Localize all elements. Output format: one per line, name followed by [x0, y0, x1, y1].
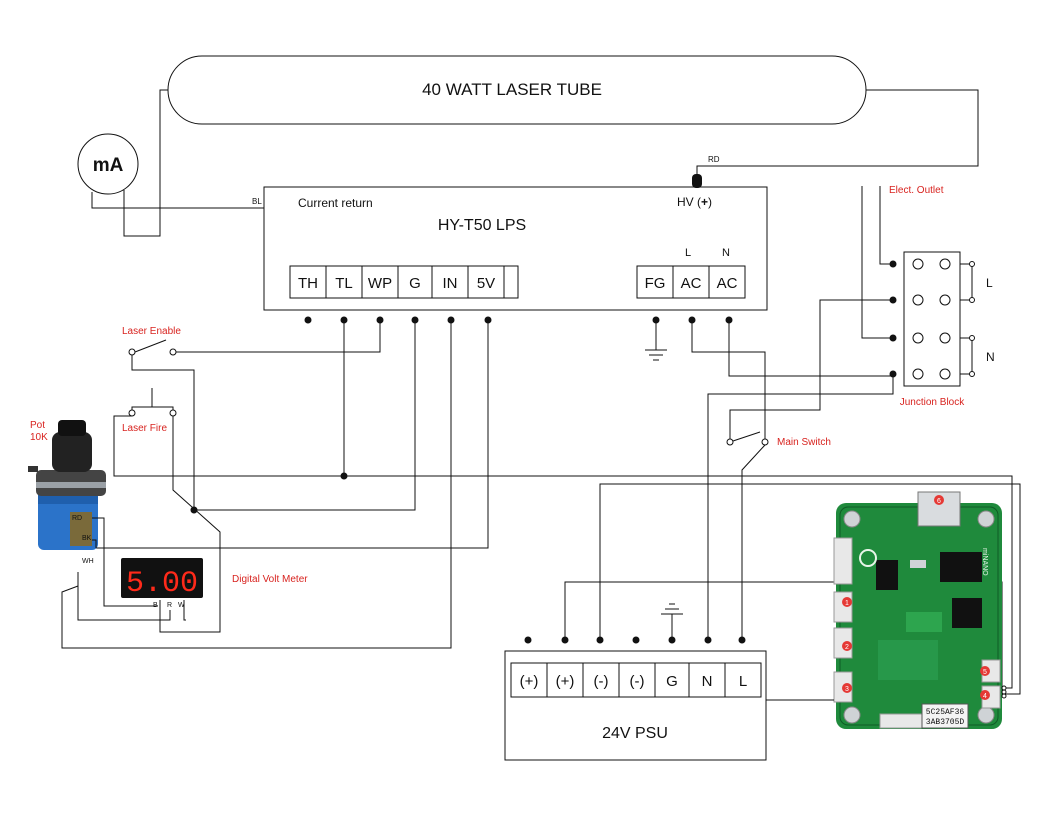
lps-terminal-label: AC — [681, 275, 702, 292]
psu-terminal-label: (-) — [630, 673, 645, 690]
main-switch-label: Main Switch — [777, 437, 831, 448]
ground-symbol-psu — [661, 603, 683, 615]
lps-terminal-label: FG — [645, 275, 666, 292]
pot-rd-label: RD — [72, 515, 82, 522]
voltmeter-pin: R — [167, 602, 172, 609]
junction-l-label: L — [986, 276, 993, 290]
connector-number: 5 — [983, 669, 987, 676]
psu-terminal-label: G — [666, 673, 678, 690]
lps-terminal-label: TH — [298, 275, 318, 292]
lps-terminal-in — [431, 265, 469, 299]
lps-terminal-label: TL — [335, 275, 353, 292]
voltmeter-label: Digital Volt Meter — [232, 574, 308, 585]
psu-terminal-boxes — [510, 662, 762, 698]
laser-enable-switch — [134, 339, 167, 353]
pot-value-label: 10K — [30, 432, 48, 443]
lps-terminal-fg — [636, 265, 674, 299]
ammeter-label: mA — [93, 155, 124, 176]
voltmeter-display — [121, 558, 203, 598]
lps-terminal-spacer — [503, 265, 519, 299]
connector-number: 3 — [845, 686, 849, 693]
psu-title: 24V PSU — [602, 725, 668, 742]
pot-bk-label: BK — [82, 535, 92, 542]
voltmeter-pin: B — [153, 602, 158, 609]
psu-terminal-label: (+) — [520, 673, 539, 690]
psu-terminal-label: N — [702, 673, 713, 690]
controller-brand: miNANO — [981, 548, 988, 576]
lps-terminal-5v — [467, 265, 505, 299]
lps-terminal-g — [397, 265, 433, 299]
junction-n-label: N — [986, 350, 995, 364]
lps-hv-label: HV (+) — [677, 195, 712, 209]
bl-wire-label: BL — [252, 197, 262, 206]
lps-terminal-label: 5V — [477, 275, 495, 292]
laser-enable-terminal — [128, 348, 136, 356]
rd-wire-label: RD — [708, 155, 720, 164]
controller-sticker-line2: 3AB3705D — [926, 718, 965, 727]
voltmeter-reading: 5.00 — [126, 567, 198, 601]
lps-title: HY-T50 LPS — [438, 217, 526, 234]
lps-terminal-wp — [361, 265, 399, 299]
connector-number: 1 — [845, 600, 849, 607]
laser-tube-label: 40 WATT LASER TUBE — [422, 80, 602, 99]
lps-terminal-ac-l — [672, 265, 710, 299]
pot-label: Pot — [30, 420, 45, 431]
lps-current-return: Current return — [298, 196, 373, 210]
lps-n-label: N — [722, 247, 730, 259]
voltmeter-pin: W — [178, 602, 185, 609]
psu-terminal-dots — [524, 636, 746, 644]
connector-number: 2 — [845, 644, 849, 651]
elect-outlet-label: Elect. Outlet — [889, 185, 944, 196]
controller-board — [833, 491, 1002, 729]
ground-symbol-lps — [645, 349, 667, 361]
lps-l-label: L — [685, 247, 691, 259]
potentiometer — [28, 420, 106, 550]
controller-connector-numbers — [842, 495, 990, 700]
controller-sticker-line1: 5C25AF36 — [926, 708, 965, 717]
hv-connector — [692, 174, 702, 188]
lps-terminal-label: IN — [443, 275, 458, 292]
connector-number: 6 — [937, 498, 941, 505]
junction-block — [903, 251, 961, 387]
lps-terminal-dots — [304, 316, 733, 324]
connector-number: 4 — [983, 693, 987, 700]
pot-wh-label: WH — [82, 558, 94, 565]
lps-terminal-label: G — [409, 275, 421, 292]
laser-fire-switch — [131, 406, 174, 410]
junction-block-label: Junction Block — [900, 397, 965, 408]
ammeter — [77, 133, 139, 195]
main-switch-terminal — [761, 438, 769, 446]
lps-terminal-ac-n — [708, 265, 746, 299]
laser-enable-label: Laser Enable — [122, 326, 181, 337]
laser-fire-terminal — [169, 409, 177, 417]
lps-terminal-label: WP — [368, 275, 392, 292]
laser-fire-label: Laser Fire — [122, 423, 167, 434]
main-switch-terminal — [726, 438, 734, 446]
psu-terminal-label: L — [739, 673, 747, 690]
main-switch — [732, 431, 761, 442]
lps-terminal-label: AC — [717, 275, 738, 292]
laser-fire-terminal — [128, 409, 136, 417]
psu-terminal-label: (+) — [556, 673, 575, 690]
laser-enable-terminal — [169, 348, 177, 356]
psu-terminal-label: (-) — [594, 673, 609, 690]
junction-terminals — [912, 258, 951, 380]
